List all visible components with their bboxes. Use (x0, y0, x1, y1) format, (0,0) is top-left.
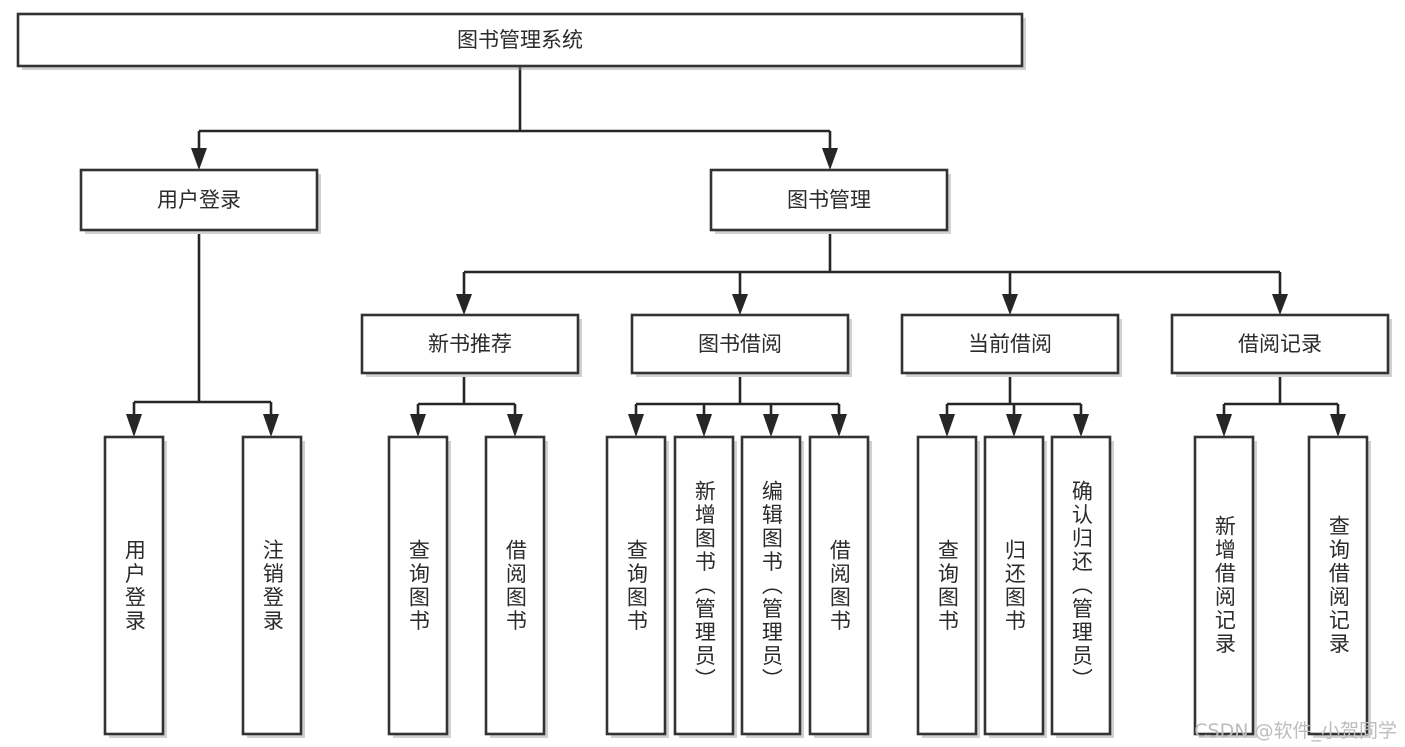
current-borrow-node-box[interactable] (900, 313, 1120, 375)
leaf-node-box-current-query[interactable] (916, 435, 978, 736)
connector-layer (126, 67, 1346, 437)
book-borrow-node-label: 图书借阅 (698, 332, 782, 356)
arrow-record-leaf-2 (1330, 414, 1346, 437)
current-borrow-node-label: 当前借阅 (968, 332, 1052, 356)
leaf-label-recommend-borrow-book: 借阅图书 (503, 538, 528, 633)
leaf-node-box-recommend-query[interactable] (387, 435, 449, 736)
leaf-label-logout: 注销登录 (260, 538, 285, 633)
arrow-root-to-book-mgmt (822, 148, 838, 170)
leaf-node-box-record-query[interactable] (1307, 435, 1369, 736)
leaf-node-box-borrow-query[interactable] (605, 435, 667, 736)
leaf-node-box-record-add[interactable] (1193, 435, 1255, 736)
arrow-borrow-leaf-2 (696, 414, 712, 437)
horizontal-label-layer: 图书管理系统 用户登录 图书管理 新书推荐 图书借阅 当前借阅 借阅记录 (157, 28, 1322, 356)
arrow-current-leaf-1 (939, 414, 955, 437)
arrow-borrow-leaf-4 (831, 414, 847, 437)
leaf-label-user-login: 用户登录 (122, 538, 147, 633)
leaf-label-recommend-query-book: 查询图书 (406, 538, 431, 633)
root-node-label: 图书管理系统 (457, 28, 583, 52)
user-login-node-label: 用户登录 (157, 188, 241, 212)
new-book-recommend-node-label: 新书推荐 (428, 332, 512, 356)
arrow-current-leaf-3 (1073, 414, 1089, 437)
arrow-to-new-book-recommend (456, 294, 472, 315)
arrow-to-current-borrow (1002, 294, 1018, 315)
leaf-node-box-borrow-edit[interactable] (740, 435, 802, 736)
leaf-label-borrow-query-book: 查询图书 (624, 538, 649, 633)
new-book-recommend-node-box[interactable] (360, 313, 580, 375)
user-login-node-box[interactable] (79, 168, 319, 232)
arrow-root-to-user-login (191, 148, 207, 170)
leaf-label-current-confirm-return-admin: 确认归还（管理员） (1069, 479, 1094, 692)
leaf-node-box-logout[interactable] (241, 435, 303, 736)
leaf-label-borrow-add-book-admin: 新增图书（管理员） (692, 479, 717, 692)
arrow-recommend-leaf-2 (507, 414, 523, 437)
leaf-label-current-return-book: 归还图书 (1002, 538, 1027, 633)
arrow-to-book-borrow (732, 294, 748, 315)
arrow-to-leaf-user-login (126, 414, 142, 437)
book-borrow-node-box[interactable] (630, 313, 850, 375)
arrow-borrow-leaf-1 (628, 414, 644, 437)
borrow-record-node-box[interactable] (1170, 313, 1390, 375)
arrow-to-leaf-logout (263, 414, 279, 437)
leaf-label-current-query-book: 查询图书 (935, 538, 960, 633)
arrow-recommend-leaf-1 (410, 414, 426, 437)
leaf-node-box-borrow-lend[interactable] (808, 435, 870, 736)
borrow-record-node-label: 借阅记录 (1238, 332, 1322, 356)
book-mgmt-node-box[interactable] (709, 168, 949, 232)
book-mgmt-node-label: 图书管理 (787, 188, 871, 212)
leaf-label-borrow-lend-book: 借阅图书 (827, 538, 852, 633)
arrow-record-leaf-1 (1216, 414, 1232, 437)
arrow-borrow-leaf-3 (763, 414, 779, 437)
arrow-current-leaf-2 (1006, 414, 1022, 437)
node-box-layer (16, 12, 1392, 738)
leaf-label-borrow-edit-book-admin: 编辑图书（管理员） (759, 479, 784, 692)
csdn-watermark: CSDN @软件_小贺同学 (1194, 720, 1397, 742)
leaf-node-box-recommend-borrow[interactable] (484, 435, 546, 736)
leaf-label-record-add-borrow-record: 新增借阅记录 (1212, 515, 1237, 656)
leaf-label-record-query-borrow-record: 查询借阅记录 (1326, 515, 1351, 656)
root-node-box[interactable] (16, 12, 1024, 68)
leaf-node-box-user-login[interactable] (103, 435, 165, 736)
arrow-to-borrow-record (1272, 294, 1288, 315)
leaf-node-box-current-confirm[interactable] (1050, 435, 1112, 736)
leaf-node-box-current-return[interactable] (983, 435, 1045, 736)
leaf-node-box-borrow-add[interactable] (673, 435, 735, 736)
